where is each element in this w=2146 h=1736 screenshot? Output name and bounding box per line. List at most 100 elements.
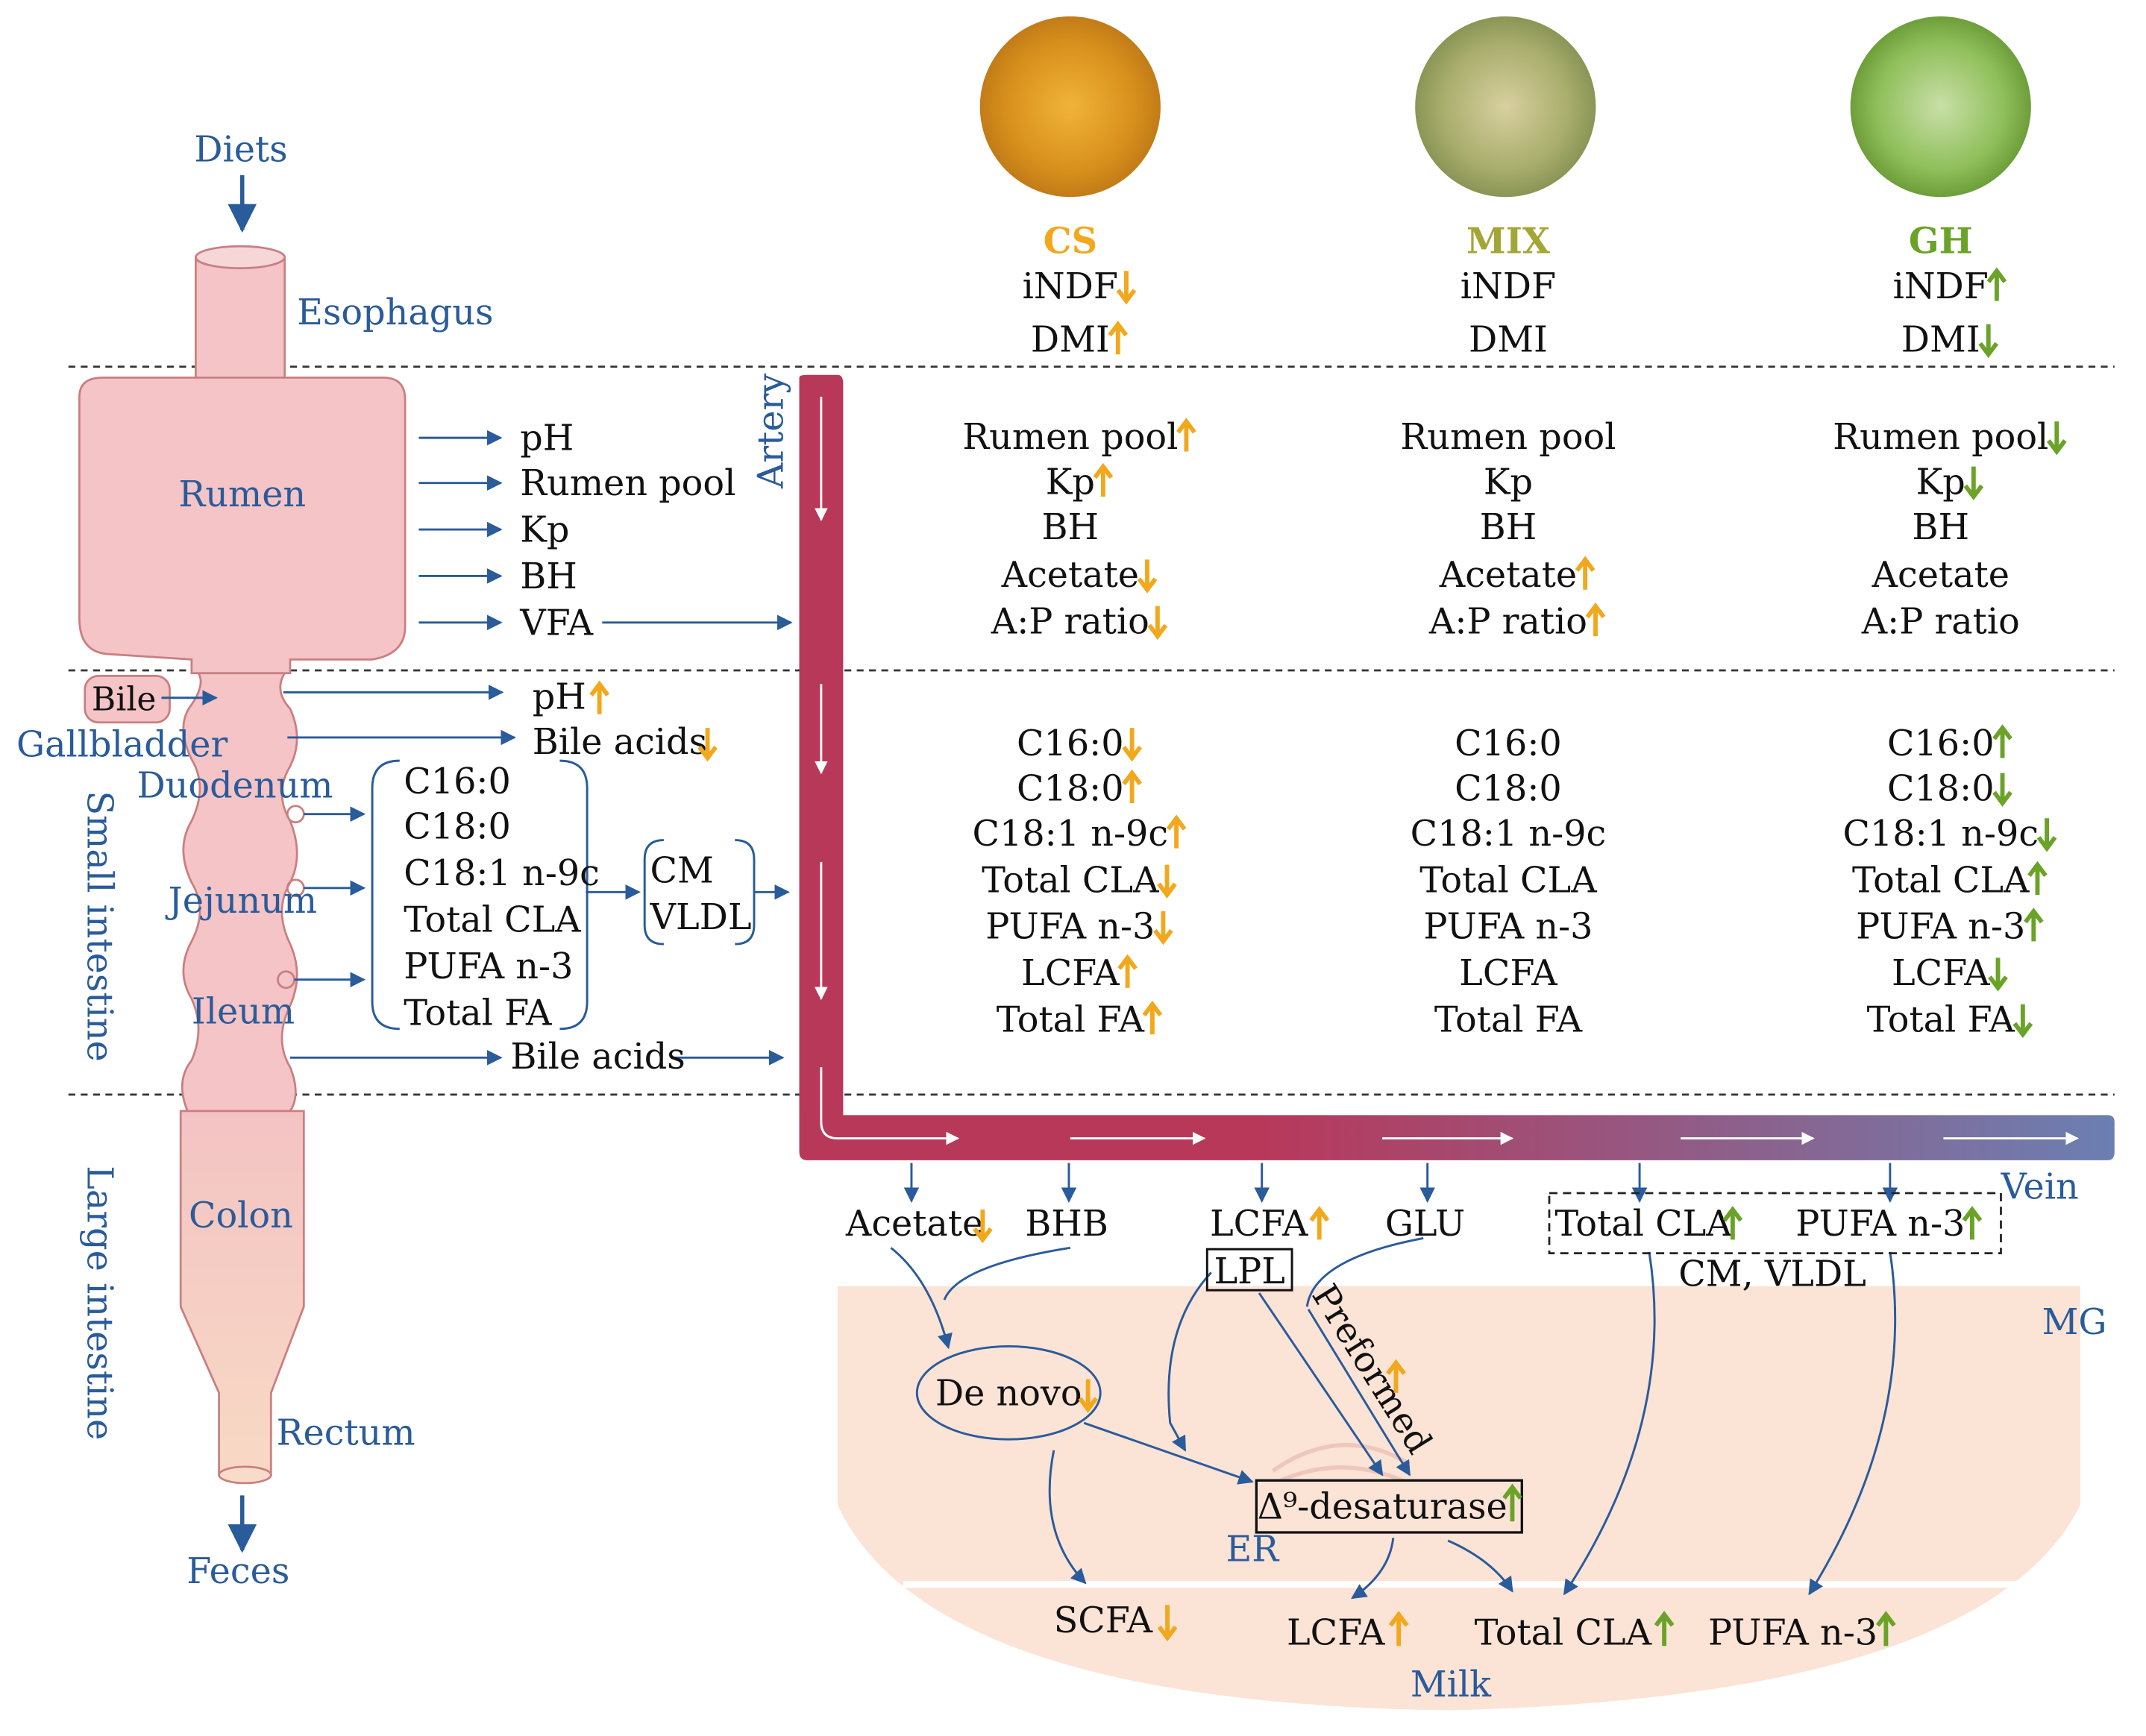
rumen-output-vfa: VFA (519, 603, 593, 644)
mixed-forage-photo-icon (1415, 16, 1596, 198)
rumen-output-ph: pH (520, 418, 574, 459)
intestine-item: C18:1 n-9c (1842, 814, 2039, 855)
duodenum-label: Duodenum (137, 766, 333, 807)
up-arrow-icon (1502, 1483, 1522, 1522)
intestine-item: Total FA (1434, 999, 1583, 1040)
cla-pufa-box (1548, 1192, 2002, 1255)
up-arrow-icon (1309, 1206, 1330, 1240)
de-novo-cycle (915, 1345, 1102, 1441)
blood-bhb: BHB (1025, 1204, 1108, 1245)
diet-group-title: GH (1909, 220, 1973, 262)
intestine-item: PUFA n-3 (985, 907, 1155, 948)
diets-label: Diets (194, 130, 287, 171)
intestine-item: LCFA (1459, 953, 1557, 994)
rumen-item: Kp (1046, 462, 1095, 503)
esophagus-shape (195, 256, 286, 398)
rumen-item: Acetate (1439, 555, 1577, 596)
up-arrow-icon (1575, 556, 1596, 590)
intake-item: DMI (1031, 320, 1110, 361)
intestine-bile-acids: Bile acids (533, 722, 707, 763)
lipoprotein-vldl: VLDL (650, 897, 752, 938)
rumen-label: Rumen (178, 474, 306, 515)
intestine-item: Total CLA (982, 860, 1159, 901)
up-arrow-icon (1176, 418, 1196, 452)
rumen-output-pool: Rumen pool (520, 463, 735, 504)
rumen-item: Acetate (1872, 555, 2009, 596)
rumen-item: Rumen pool (962, 417, 1178, 458)
rumen-item: Rumen pool (1833, 417, 2048, 458)
diet-group-title: MIX (1466, 220, 1550, 262)
down-arrow-icon (2012, 1004, 2033, 1039)
rumen-item: Kp (1484, 462, 1533, 503)
bile-label: Bile (92, 680, 157, 718)
intestine-item: C16:0 (1455, 723, 1562, 764)
rumen-output-bh: BH (520, 556, 577, 597)
up-arrow-icon (1585, 602, 1606, 637)
gallbladder-label: Gallbladder (16, 725, 228, 766)
up-arrow-icon (1166, 814, 1187, 849)
intestine-item: C16:0 (1887, 723, 1995, 764)
up-arrow-icon (1108, 320, 1129, 355)
blood-pufa-n3: PUFA n-3 (1795, 1204, 1965, 1245)
rumen-item: A:P ratio (1861, 602, 2020, 643)
fa-list-item: Total FA (404, 993, 552, 1034)
intestine-item: C18:0 (1455, 768, 1562, 809)
rumen-item: Kp (1916, 462, 1965, 503)
up-arrow-icon (1875, 1611, 1896, 1647)
corn-stover-photo-icon (979, 16, 1161, 198)
desaturase-box (1255, 1479, 1523, 1534)
intake-item: DMI (1469, 320, 1548, 361)
rumen-outputs: pH Rumen pool Kp BH VFA (519, 418, 735, 644)
intestine-item: PUFA n-3 (1856, 907, 2025, 948)
blood-lcfa: LCFA (1210, 1204, 1308, 1245)
up-arrow-icon (1986, 267, 2007, 301)
intestine-ph: pH (533, 676, 586, 717)
esophagus-label: Esophagus (297, 292, 493, 333)
fa-list-item: C18:0 (404, 807, 511, 848)
intestine-item: Total CLA (1419, 860, 1597, 901)
intestine-item: C18:1 n-9c (973, 814, 1169, 855)
down-arrow-icon (1963, 466, 1984, 500)
lpl-box (1205, 1248, 1293, 1292)
down-arrow-icon (1147, 606, 1168, 641)
rumen-item: A:P ratio (1428, 602, 1587, 643)
up-arrow-icon (1093, 462, 1114, 497)
de-novo-label: De novo (935, 1373, 1082, 1414)
down-arrow-icon (1137, 559, 1158, 594)
intestine-item: Total FA (1867, 999, 2015, 1040)
small-intestine-label: Small intestine (78, 791, 119, 1062)
feces-label: Feces (186, 1551, 289, 1592)
blood-cm-vldl: CM, VLDL (1678, 1254, 1866, 1295)
rumen-item: BH (1480, 507, 1537, 548)
gallbladder-shape (84, 675, 171, 724)
fa-list-bracket (371, 759, 756, 1031)
intestine-bile-acids-lower: Bile acids (510, 1037, 685, 1078)
intestine-item: C16:0 (1017, 723, 1124, 764)
lpl-label: LPL (1214, 1251, 1284, 1292)
rumen-item: Rumen pool (1400, 417, 1616, 458)
jejunum-label: Jejunum (166, 881, 317, 922)
milk-label: Milk (1411, 1664, 1492, 1705)
milk-lcfa: LCFA (1287, 1612, 1385, 1653)
intake-item: iNDF (1461, 266, 1556, 307)
fa-list-item: PUFA n-3 (404, 946, 573, 987)
colon-label: Colon (189, 1195, 293, 1236)
fa-list-item: Total CLA (404, 899, 581, 940)
intestine-item: PUFA n-3 (1423, 907, 1593, 948)
down-arrow-icon (2046, 421, 2067, 456)
up-arrow-icon (1142, 1000, 1163, 1035)
rumen-item: A:P ratio (991, 602, 1149, 643)
down-arrow-icon (1157, 864, 1177, 899)
down-arrow-icon (2036, 818, 2057, 852)
ileum-label: Ileum (192, 991, 295, 1032)
static-trend-arrows (589, 680, 1983, 1647)
blood-glu: GLU (1385, 1204, 1465, 1245)
down-arrow-icon (1992, 773, 2012, 807)
down-arrow-icon (1116, 271, 1137, 305)
up-arrow-icon (1117, 954, 1138, 988)
